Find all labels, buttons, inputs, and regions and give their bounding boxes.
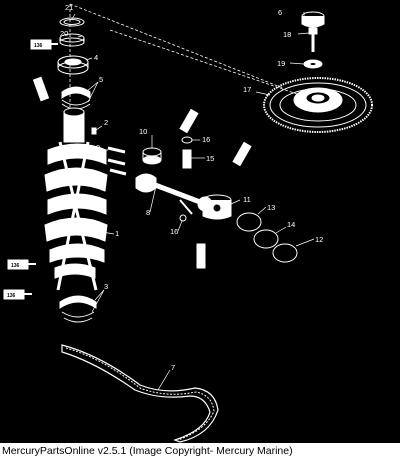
callout-13: 13 — [267, 203, 275, 212]
grease-tube-2 — [179, 108, 199, 134]
part-6-cap[interactable] — [301, 11, 325, 28]
callout-18: 18 — [283, 30, 291, 39]
part-11-piston[interactable] — [202, 194, 232, 220]
part-12-ring[interactable] — [272, 243, 298, 263]
part-14-ring[interactable] — [253, 229, 279, 249]
part-10-bushing[interactable] — [142, 147, 162, 165]
sealant-tube-lower-left — [3, 289, 32, 300]
grease-tube-1 — [32, 76, 50, 102]
part-21-ring[interactable] — [59, 17, 85, 27]
callout-19: 19 — [277, 59, 285, 68]
tube-label-lower: 136 — [7, 293, 16, 299]
copyright-footer: MercuryPartsOnline v2.5.1 (Image Copyrig… — [0, 443, 400, 460]
leader-lines — [71, 12, 315, 391]
part-20-seal[interactable] — [59, 33, 85, 47]
sealant-tube-mid-left — [7, 259, 36, 270]
callout-1: 1 — [115, 229, 119, 238]
callout-6: 6 — [278, 8, 282, 17]
part-16-clip-lower[interactable] — [179, 214, 187, 222]
callout-3: 3 — [104, 282, 108, 291]
part-16-clip-upper[interactable] — [181, 136, 193, 144]
callout-8: 8 — [146, 208, 150, 217]
part-13-ring[interactable] — [236, 212, 262, 232]
parts-diagram: 21 20 4 5 6 18 19 17 2 10 16 15 9 11 8 1… — [3, 3, 373, 443]
callout-17: 17 — [243, 85, 251, 94]
part-5-upper-bearings[interactable] — [61, 86, 91, 110]
callout-21: 21 — [65, 3, 73, 12]
part-18-bolt[interactable] — [308, 27, 318, 52]
part-4-seal[interactable] — [57, 55, 89, 75]
grease-tube-3 — [232, 141, 252, 167]
part-9-bolts[interactable] — [107, 146, 127, 176]
grease-tube-4 — [196, 243, 206, 269]
footer-caption: MercuryPartsOnline v2.5.1 (Image Copyrig… — [2, 445, 293, 457]
callout-12: 12 — [315, 235, 323, 244]
callout-labels: 21 20 4 5 6 18 19 17 2 10 16 15 9 11 8 1… — [60, 3, 323, 372]
sealant-tube-top — [30, 39, 58, 50]
callout-7: 7 — [171, 363, 175, 372]
callout-5: 5 — [99, 75, 103, 84]
callout-15: 15 — [206, 154, 214, 163]
callout-10: 10 — [139, 127, 147, 136]
part-15-piston-pin[interactable] — [182, 149, 192, 169]
part-19-washer[interactable] — [303, 59, 323, 69]
part-1-crankshaft[interactable] — [44, 107, 108, 291]
part-17-flywheel[interactable] — [263, 77, 373, 133]
callout-16-upper: 16 — [202, 135, 210, 144]
callout-4: 4 — [94, 53, 98, 62]
callout-2: 2 — [104, 118, 108, 127]
callout-16-lower: 16 — [170, 227, 178, 236]
callout-11: 11 — [243, 195, 251, 204]
tube-labels: 136 136 136 — [7, 43, 43, 299]
part-2-pin[interactable] — [91, 127, 97, 135]
part-7-belt[interactable] — [61, 344, 219, 443]
dashed-guide-lines — [69, 3, 301, 115]
callout-14: 14 — [287, 220, 295, 229]
callout-20: 20 — [60, 29, 68, 38]
tube-label-top: 136 — [34, 43, 43, 49]
tube-label-mid: 136 — [11, 263, 20, 269]
part-3-lower-bearings[interactable] — [59, 295, 97, 323]
callout-9: 9 — [96, 143, 100, 152]
